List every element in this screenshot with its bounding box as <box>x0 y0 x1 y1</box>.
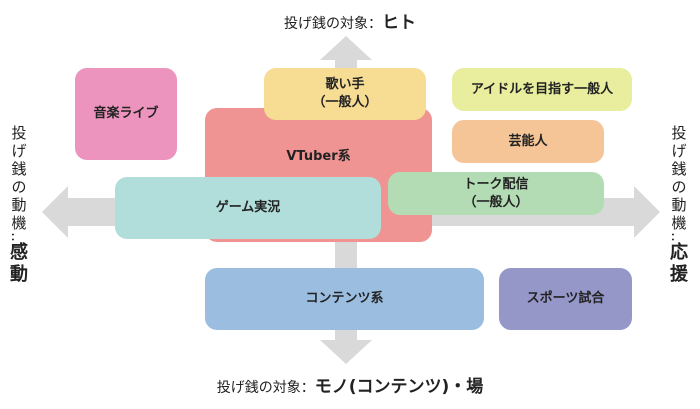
box-label: アイドルを目指す一般人 <box>470 81 614 97</box>
box-sports: スポーツ試合 <box>499 268 632 330</box>
axis-label-value: ヒト <box>382 13 416 33</box>
axis-label-left: 投げ銭の動機‥感動 <box>8 124 30 286</box>
box-label: スポーツ試合 <box>526 291 605 307</box>
box-game: ゲーム実況 <box>115 177 381 239</box>
axis-label-value: モノ(コンテンツ)・場 <box>314 377 484 397</box>
box-sublabel: （一般人） <box>463 194 529 210</box>
box-singer: 歌い手 （一般人） <box>264 68 426 120</box>
box-label: 音楽ライブ <box>93 106 159 122</box>
box-label: 芸能人 <box>508 133 548 149</box>
box-content: コンテンツ系 <box>205 268 484 330</box>
axis-label-right: 投げ銭の動機‥応援 <box>668 124 690 286</box>
box-label: VTuber系 <box>286 149 351 164</box>
box-label: トーク配信 <box>463 176 529 192</box>
box-entertainer: 芸能人 <box>452 120 604 163</box>
box-label: ゲーム実況 <box>215 200 281 216</box>
box-idol: アイドルを目指す一般人 <box>452 68 632 111</box>
axis-label-bottom: 投げ銭の対象：モノ(コンテンツ)・場 <box>0 372 700 397</box>
axis-label-prefix: 投げ銭の対象： <box>216 380 315 396</box>
axis-label-prefix: 投げ銭の動機‥ <box>668 124 687 243</box>
box-sublabel: （一般人） <box>312 95 378 110</box>
box-label: 歌い手 <box>325 77 365 93</box>
box-talk: トーク配信 （一般人） <box>388 172 604 215</box>
box-music-live: 音楽ライブ <box>75 68 177 160</box>
axis-label-value: 感動 <box>10 242 28 286</box>
axis-label-top: 投げ銭の対象：ヒト <box>0 8 700 33</box>
axis-label-value: 応援 <box>670 242 688 286</box>
axis-label-prefix: 投げ銭の対象： <box>284 16 382 32</box>
box-label: コンテンツ系 <box>305 291 384 307</box>
axis-label-prefix: 投げ銭の動機‥ <box>8 124 27 243</box>
